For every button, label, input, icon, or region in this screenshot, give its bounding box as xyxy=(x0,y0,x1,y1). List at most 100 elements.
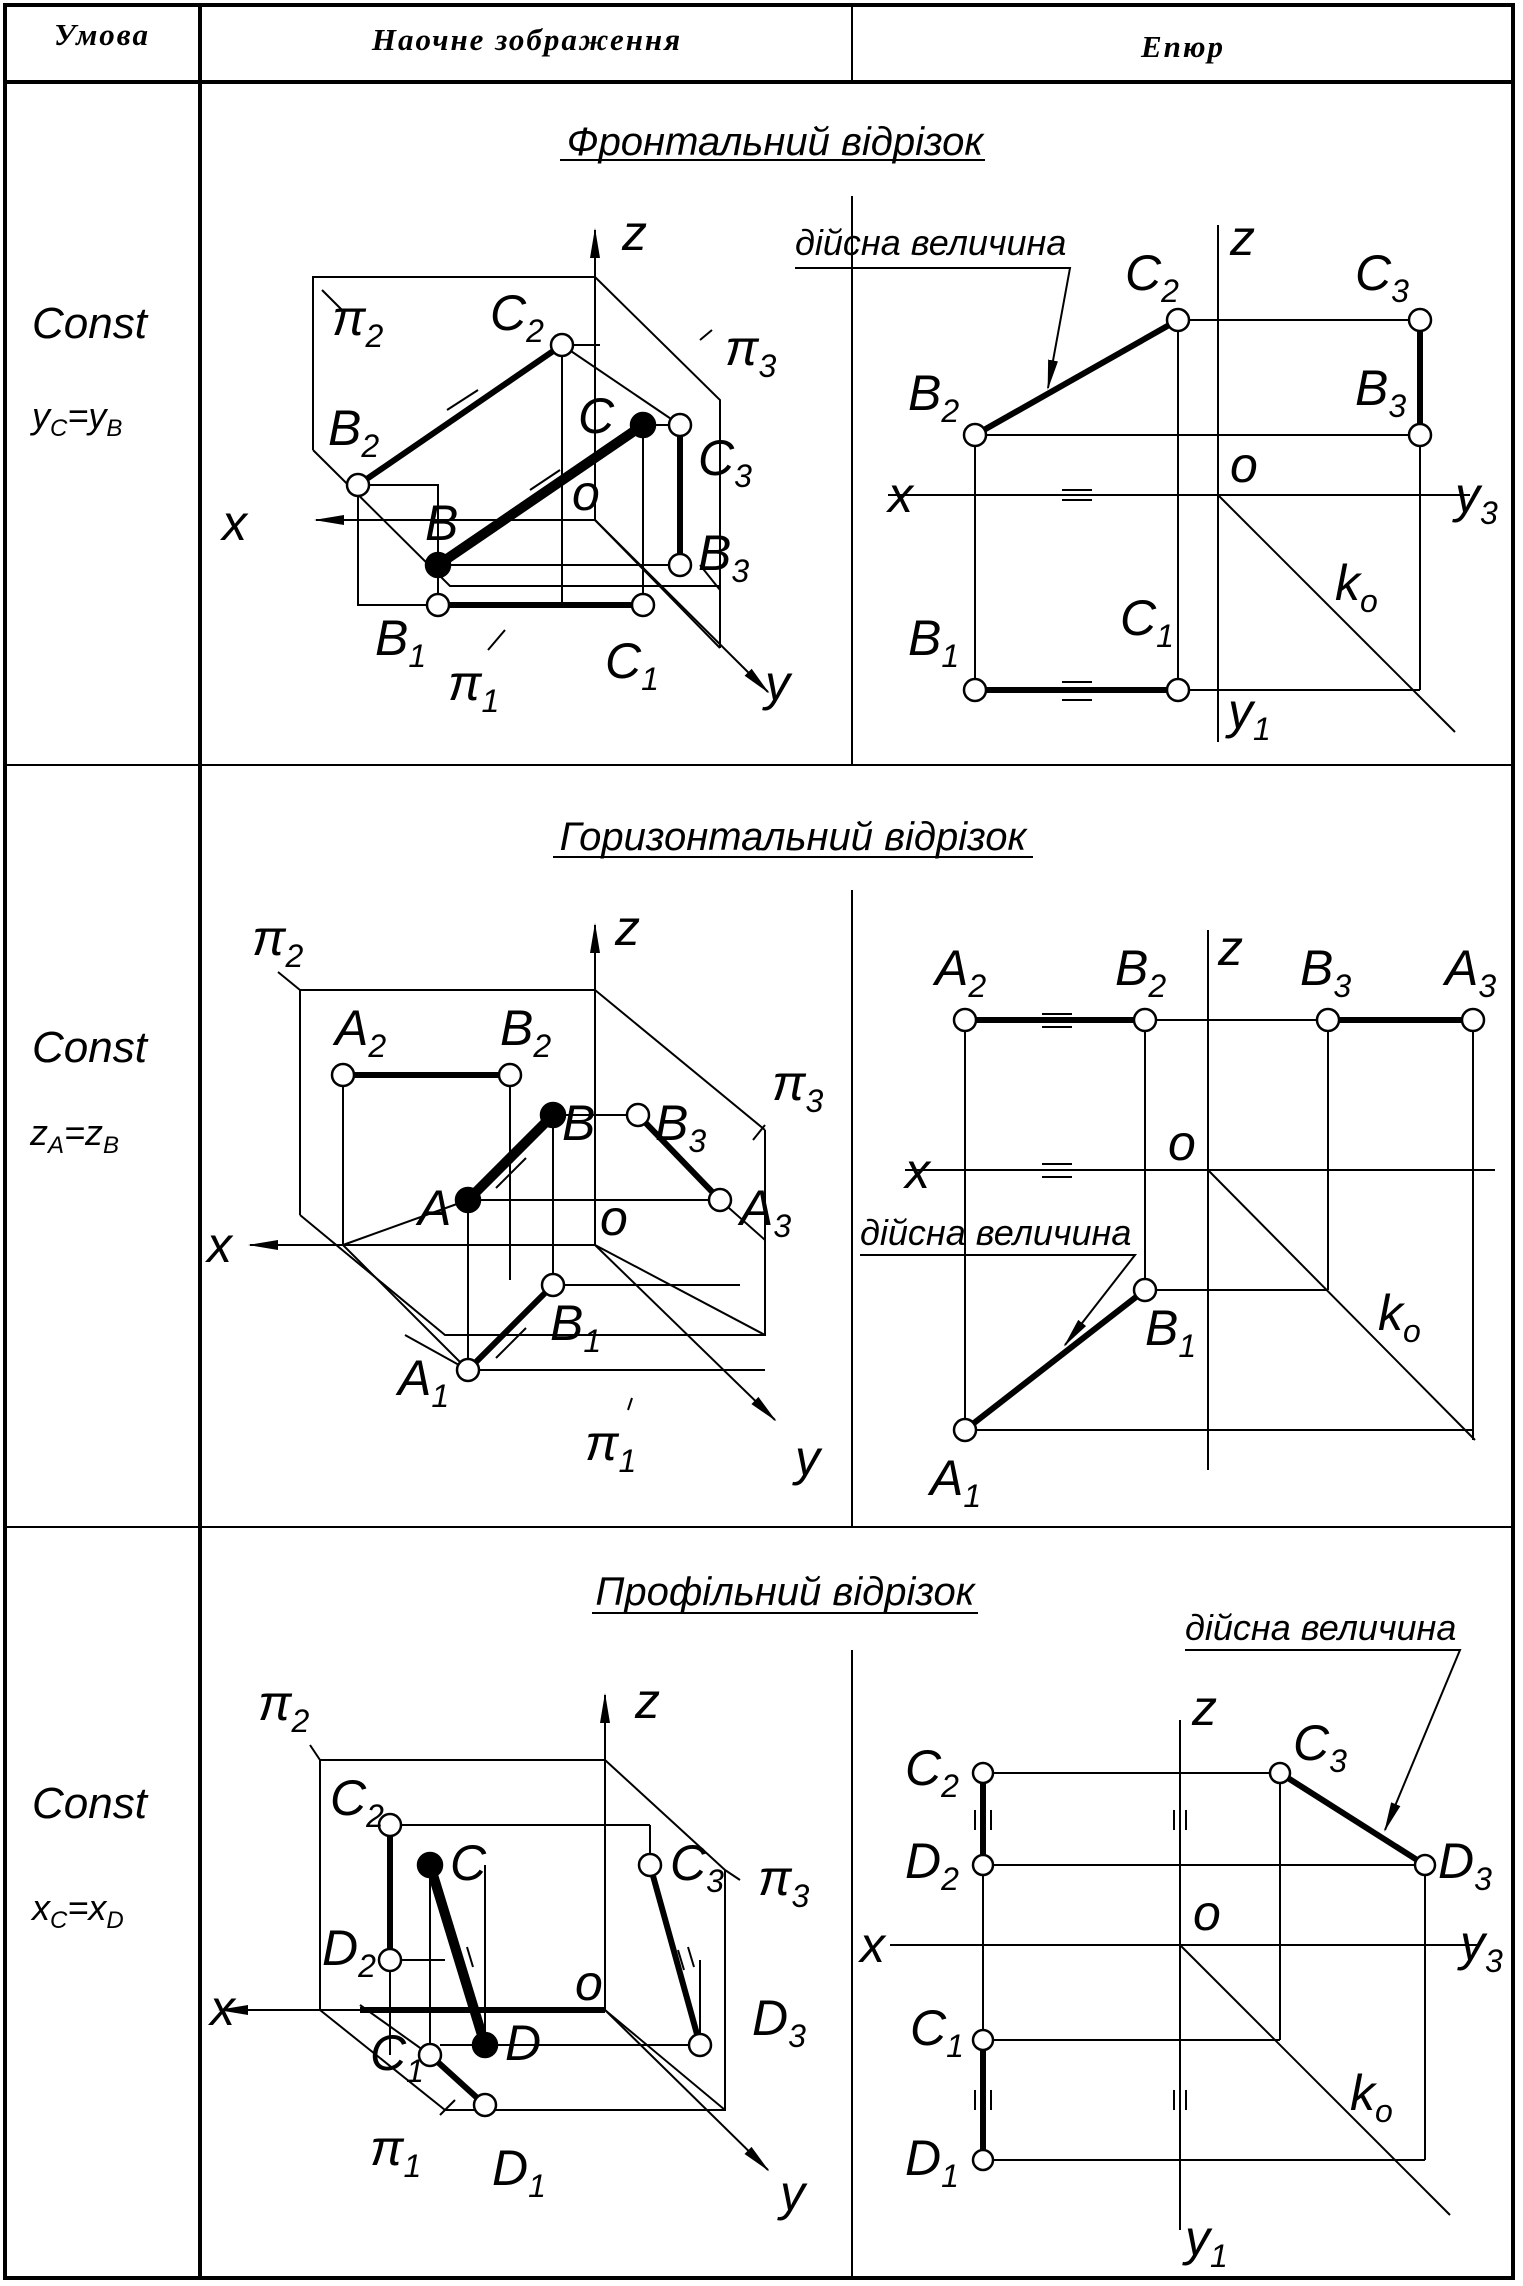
origin-label: o xyxy=(1193,1885,1221,1941)
row-title: Фронтальний відрізок xyxy=(567,120,986,164)
point-label: C3 xyxy=(1293,1715,1347,1779)
condition-formula: zA=zB xyxy=(29,1112,119,1159)
axis-y3: y3 xyxy=(1457,1915,1503,1979)
point-label: C3 xyxy=(698,430,752,494)
point-label: A3 xyxy=(1442,940,1496,1004)
row-horizontal: Горизонтальний відрізок Const zA=zB xyxy=(29,815,1496,1514)
point-label: C1 xyxy=(370,2025,424,2089)
condition-const: Const xyxy=(32,1779,149,1828)
point-label: C3 xyxy=(670,1835,724,1899)
point-label: C xyxy=(578,388,615,444)
axis-y1: y1 xyxy=(1225,683,1271,747)
axis-y: y xyxy=(792,1430,823,1486)
point-label: C3 xyxy=(1355,245,1409,309)
point-label: C2 xyxy=(905,1740,959,1804)
row-title: Профільний відрізок xyxy=(595,1570,976,1614)
plane-label: π3 xyxy=(725,320,777,384)
header-condition: Умова xyxy=(54,17,150,52)
origin-label: o xyxy=(600,1190,628,1246)
svg-text:zA=zB: zA=zB xyxy=(29,1112,119,1159)
plane-label: π2 xyxy=(332,290,384,354)
point-label: B2 xyxy=(500,1000,551,1064)
point-label: A1 xyxy=(927,1450,981,1514)
row-profile: Профільний відрізок Const xC=xD xyxy=(30,1570,1503,2274)
visual-profile: z x y o π2 π3 π1 C2 C C3 D2 D D3 C1 D1 xyxy=(208,1673,810,2221)
point-label: A3 xyxy=(737,1180,791,1244)
point-label: C2 xyxy=(490,285,544,349)
axis-x: x xyxy=(903,1143,932,1199)
point-label: C xyxy=(450,1835,487,1891)
epure-frontal: дійсна величина z x o y3 y1 ko C2 C3 B2 … xyxy=(795,210,1498,747)
k-label: ko xyxy=(1335,555,1378,619)
plane-label: π2 xyxy=(252,910,304,974)
point-label: C1 xyxy=(910,2000,964,2064)
svg-text:xC=xD: xC=xD xyxy=(30,1887,124,1934)
visual-frontal: z x y o π2 π3 π1 C2 C C3 B2 B B3 B1 C1 xyxy=(220,205,793,719)
point-label: D1 xyxy=(492,2140,546,2204)
epure-profile: дійсна величина z x o y3 y1 ko C2 C3 D2 … xyxy=(858,1607,1503,2274)
axis-y: y xyxy=(762,655,793,711)
point-label: B1 xyxy=(550,1295,601,1359)
origin-label: o xyxy=(1168,1115,1196,1171)
table-frame xyxy=(3,3,1515,2280)
header-visual: Наочне зображення xyxy=(371,22,682,57)
point-label: A xyxy=(415,1180,451,1236)
point-label: B2 xyxy=(328,400,379,464)
condition-const: Const xyxy=(32,299,149,348)
plane-label: π1 xyxy=(448,655,499,719)
point-label: A2 xyxy=(332,1000,386,1064)
point-label: B3 xyxy=(1300,940,1351,1004)
point-label: C1 xyxy=(1120,590,1174,654)
point-label: B1 xyxy=(908,610,959,674)
point-label: B3 xyxy=(1355,360,1406,424)
point-label: C1 xyxy=(605,633,659,697)
point-label: D2 xyxy=(322,1920,376,1984)
k-label: ko xyxy=(1378,1285,1421,1349)
point-label: A2 xyxy=(932,940,986,1004)
k-label: ko xyxy=(1350,2065,1393,2129)
plane-label: π1 xyxy=(370,2120,421,2184)
point-label: D3 xyxy=(752,1990,806,2054)
condition-formula: yC=yB xyxy=(29,395,122,442)
point-label: D1 xyxy=(905,2130,959,2194)
origin-label: o xyxy=(1230,437,1258,493)
axis-y: y xyxy=(777,2165,808,2221)
condition-const: Const xyxy=(32,1023,149,1072)
point-label: B3 xyxy=(655,1095,706,1159)
epure-horizontal: дійсна величина z x o ko A2 B2 B3 A3 B1 … xyxy=(860,920,1496,1514)
condition-formula: xC=xD xyxy=(30,1887,124,1934)
axis-z: z xyxy=(614,900,640,956)
axis-z: z xyxy=(1229,210,1255,266)
row-frontal: Фронтальний відрізок Const yC=yB xyxy=(29,120,1498,747)
axis-z: z xyxy=(1191,1680,1217,1736)
axis-z: z xyxy=(634,1673,660,1729)
true-length-note: дійсна величина xyxy=(1185,1607,1456,1648)
row-title: Горизонтальний відрізок xyxy=(560,815,1029,859)
axis-z: z xyxy=(1217,920,1243,976)
axis-x: x xyxy=(205,1217,234,1273)
point-label: B3 xyxy=(698,525,749,589)
axis-x: x xyxy=(858,1917,887,1973)
svg-text:yC=yB: yC=yB xyxy=(29,395,122,442)
point-label: B2 xyxy=(1115,940,1166,1004)
point-label: C2 xyxy=(1125,245,1179,309)
point-label: D2 xyxy=(905,1833,959,1897)
axis-x: x xyxy=(208,1980,237,2036)
origin-label: o xyxy=(572,465,600,521)
axis-y1: y1 xyxy=(1182,2210,1228,2274)
point-label: A1 xyxy=(395,1350,449,1414)
point-label: B2 xyxy=(908,365,959,429)
plane-label: π3 xyxy=(772,1055,824,1119)
plane-label: π1 xyxy=(585,1415,636,1479)
header-epure: Епюр xyxy=(1140,29,1225,64)
true-length-note: дійсна величина xyxy=(860,1212,1131,1253)
axis-x: x xyxy=(220,495,249,551)
true-length-note: дійсна величина xyxy=(795,222,1066,263)
point-label: B1 xyxy=(375,610,426,674)
visual-horizontal: z x y o π2 π3 π1 A2 B2 B B3 A A3 B1 A1 xyxy=(205,900,824,1486)
point-label: B1 xyxy=(1145,1300,1196,1364)
point-label: D xyxy=(505,2015,541,2071)
axis-x: x xyxy=(886,467,915,523)
plane-label: π3 xyxy=(758,1850,810,1914)
